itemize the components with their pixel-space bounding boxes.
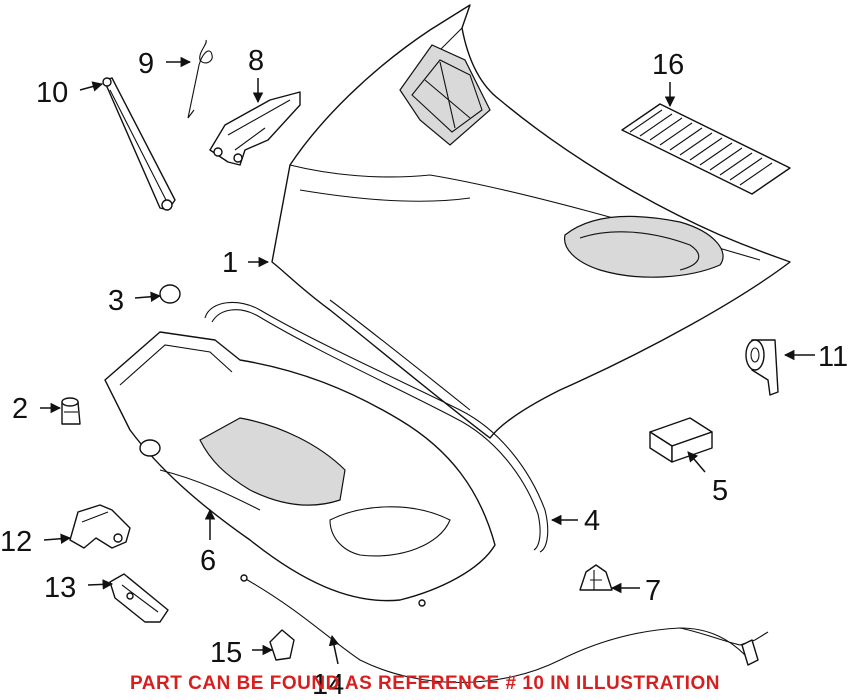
spring-clip [187,39,213,119]
release-cable [240,574,769,683]
push-clip [579,564,613,591]
callout-3: 3 [108,285,124,317]
callout-8: 8 [248,45,264,77]
callout-14: 14 [312,669,344,700]
reference-note: PART CAN BE FOUND AS REFERENCE # 10 IN I… [130,673,720,694]
cable-clip [269,629,295,661]
hood-hinge [209,91,301,166]
hood-support-rod [102,77,176,211]
callout-12: 12 [0,526,32,558]
hood-seal [204,301,549,553]
callout-9: 9 [138,48,154,80]
callout-4: 4 [584,505,600,537]
callout-13: 13 [44,572,76,604]
hood-insulation-pad [621,103,791,195]
callout-6: 6 [200,545,216,577]
foam-pad [649,417,713,463]
callout-1: 1 [222,247,238,279]
hood-panel [271,4,791,439]
callout-2: 2 [12,393,28,425]
latch-plate [109,573,169,623]
rubber-buffer [61,397,81,425]
hood-liner [104,331,496,607]
bump-stop-cap [159,284,181,304]
latch-bracket [69,504,131,549]
callout-10: 10 [36,77,68,109]
callout-16: 16 [652,49,684,81]
leader-lines [40,56,815,665]
tape-roll [745,339,779,396]
callout-15: 15 [210,637,242,669]
callout-7: 7 [645,575,661,607]
callout-labels: 1 2 3 4 5 6 7 8 9 10 11 12 13 14 15 16 [0,45,848,700]
callout-11: 11 [818,341,848,373]
callout-5: 5 [712,475,728,507]
